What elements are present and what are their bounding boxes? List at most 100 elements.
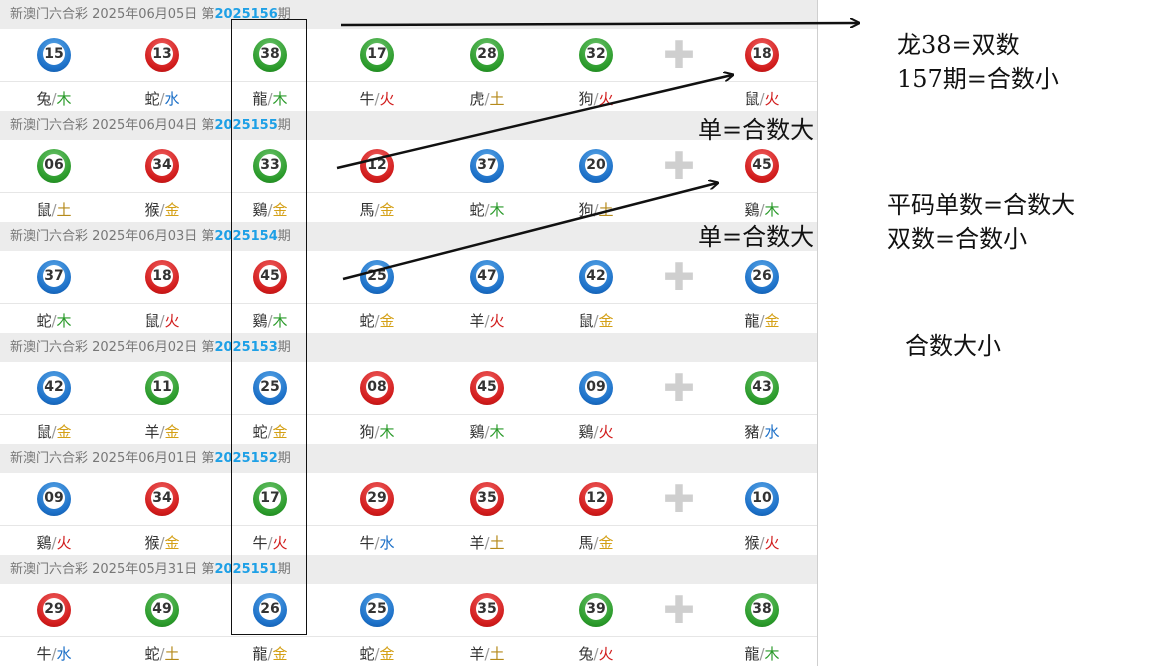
five-element: 金 [272, 645, 288, 663]
draw-header: 新澳门六合彩 2025年06月03日 第2025154期 [0, 222, 817, 251]
five-element: 土 [56, 201, 72, 219]
ball-number: 28 [476, 43, 498, 65]
number-ball: 26 [253, 593, 287, 627]
ball-number: 09 [585, 376, 607, 398]
zodiac-separator: / [159, 90, 165, 108]
note-dragon38-even: 龙38=双数 [897, 31, 1020, 59]
special-ball: 10 [745, 482, 779, 516]
zodiac-sign: 猴 [144, 534, 160, 552]
five-element: 火 [489, 312, 505, 330]
period-number: 2025153 [214, 340, 278, 355]
number-ball: 20 [579, 149, 613, 183]
zodiac-separator: / [374, 312, 380, 330]
zodiac-sign: 羊 [469, 534, 485, 552]
zodiac-element: 蛇/金 [235, 421, 305, 442]
zodiac-element: 兔/火 [561, 643, 631, 664]
zodiac-separator: / [759, 645, 765, 663]
ball-number: 18 [151, 265, 173, 287]
number-ball: 08 [360, 371, 394, 405]
zodiac-element: 猴/火 [727, 532, 797, 553]
note-sum-big-small: 合数大小 [905, 332, 1001, 360]
special-ball: 38 [745, 593, 779, 627]
zodiac-element: 羊/土 [452, 532, 522, 553]
zodiac-sign: 兔 [36, 90, 52, 108]
ball-number: 29 [43, 598, 65, 620]
zodiac-separator: / [267, 90, 273, 108]
number-ball: 49 [145, 593, 179, 627]
zodiac-separator: / [593, 312, 599, 330]
arrow-to-next-period [340, 23, 858, 25]
ball-number: 43 [751, 376, 773, 398]
number-ball: 09 [37, 482, 71, 516]
zodiac-element: 牛/水 [19, 643, 89, 664]
special-ball: 18 [745, 38, 779, 72]
five-element: 木 [56, 312, 72, 330]
number-ball: 32 [579, 38, 613, 72]
ball-number: 45 [476, 376, 498, 398]
zodiac-element: 鼠/土 [19, 199, 89, 220]
zodiac-separator: / [159, 312, 165, 330]
zodiac-element: 牛/火 [235, 532, 305, 553]
five-element: 金 [272, 201, 288, 219]
zodiac-sign: 鼠 [744, 90, 760, 108]
five-element: 金 [598, 534, 614, 552]
zodiac-element: 馬/金 [561, 532, 631, 553]
zodiac-separator: / [51, 90, 57, 108]
ball-number: 35 [476, 598, 498, 620]
period-number: 2025155 [214, 118, 278, 133]
ball-number: 25 [366, 598, 388, 620]
zodiac-sign: 鷄 [469, 423, 485, 441]
zodiac-element: 馬/金 [342, 199, 412, 220]
zodiac-sign: 鼠 [578, 312, 594, 330]
zodiac-separator: / [267, 423, 273, 441]
number-ball: 42 [37, 371, 71, 405]
five-element: 金 [379, 201, 395, 219]
arrow-to-special-45 [342, 183, 717, 281]
ball-number: 42 [43, 376, 65, 398]
five-element: 火 [164, 312, 180, 330]
ball-number: 15 [43, 43, 65, 65]
special-ball: 26 [745, 260, 779, 294]
number-ball: 25 [360, 593, 394, 627]
five-element: 火 [764, 534, 780, 552]
zodiac-element: 龍/金 [235, 643, 305, 664]
zodiac-sign: 鼠 [144, 312, 160, 330]
period-suffix: 期 [277, 451, 291, 466]
five-element: 木 [56, 90, 72, 108]
ball-number: 26 [751, 265, 773, 287]
zodiac-separator: / [374, 423, 380, 441]
zodiac-separator: / [267, 201, 273, 219]
zodiac-separator: / [759, 201, 765, 219]
zodiac-separator: / [51, 645, 57, 663]
ball-number: 35 [476, 487, 498, 509]
draw-header: 新澳门六合彩 2025年06月04日 第2025155期 [0, 111, 817, 140]
ball-number: 10 [751, 487, 773, 509]
zodiac-sign: 牛 [252, 534, 268, 552]
zodiac-separator: / [484, 90, 490, 108]
zodiac-separator: / [374, 645, 380, 663]
zodiac-sign: 羊 [469, 645, 485, 663]
ball-number: 06 [43, 154, 65, 176]
special-ball: 43 [745, 371, 779, 405]
number-ball: 35 [470, 482, 504, 516]
plus-icon: ✚ [663, 144, 695, 188]
zodiac-separator: / [593, 534, 599, 552]
zodiac-element: 豬/水 [727, 421, 797, 442]
number-ball: 34 [145, 482, 179, 516]
five-element: 木 [272, 90, 288, 108]
zodiac-sign: 豬 [744, 423, 760, 441]
five-element: 土 [164, 645, 180, 663]
zodiac-separator: / [759, 423, 765, 441]
draw-header: 新澳门六合彩 2025年06月01日 第2025152期 [0, 444, 817, 473]
zodiac-separator: / [593, 423, 599, 441]
ball-number: 42 [585, 265, 607, 287]
five-element: 金 [379, 312, 395, 330]
zodiac-sign: 猴 [144, 201, 160, 219]
five-element: 火 [598, 423, 614, 441]
plus-icon: ✚ [663, 33, 695, 77]
